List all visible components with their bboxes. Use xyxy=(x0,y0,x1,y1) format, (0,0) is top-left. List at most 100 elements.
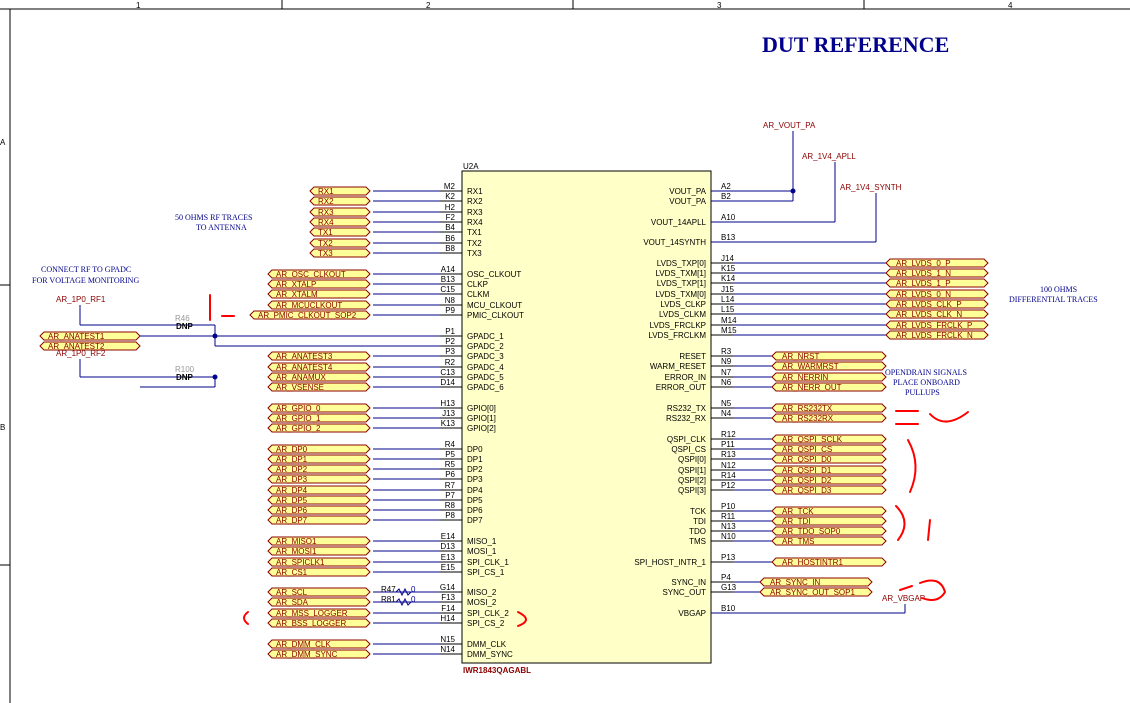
ic-ref: U2A xyxy=(463,162,479,171)
ic-right-pins: A2VOUT_PAB2VOUT_PAA10VOUT_14APLLB13VOUT_… xyxy=(634,182,989,618)
pin-ball: R3 xyxy=(721,347,732,356)
pin-name: GPADC_5 xyxy=(467,373,504,382)
net-label: AR_XTALM xyxy=(276,290,318,299)
net-label: AR_QSPI_D0 xyxy=(782,455,832,464)
net-1v4-apll: AR_1V4_APLL xyxy=(802,152,856,161)
pin-ball: P1 xyxy=(445,327,455,336)
net-flag xyxy=(267,464,371,474)
pin-ball: N8 xyxy=(445,296,456,305)
net-flag xyxy=(267,454,371,464)
border-col-1: 1 xyxy=(136,1,141,10)
net-flag xyxy=(771,434,887,444)
net-label: AR_MCUCLKOUT xyxy=(276,301,342,310)
pin-ball: B2 xyxy=(721,192,731,201)
pin-name: RESET xyxy=(679,352,706,361)
pin-ball: K14 xyxy=(721,274,736,283)
pin-name: MOSI_2 xyxy=(467,598,497,607)
net-flag xyxy=(885,278,989,288)
note-opendrain-line1: OPENDRAIN SIGNALS xyxy=(885,368,967,377)
ic-body[interactable] xyxy=(461,170,712,664)
pin-ball: R14 xyxy=(721,471,736,480)
net-flag xyxy=(267,289,371,299)
note-diff-line1: 100 OHMS xyxy=(1040,285,1077,294)
pin-name: VOUT_PA xyxy=(669,197,706,206)
net-label: AR_SPICLK1 xyxy=(276,558,325,567)
r47-value: 0 xyxy=(411,585,416,594)
pin-name: TX2 xyxy=(467,239,482,248)
pin-name: LVDS_TXM[0] xyxy=(655,290,706,299)
pin-ball: P11 xyxy=(721,440,735,449)
pin-name: DP3 xyxy=(467,475,483,484)
net-label: AR_QSPI_CS xyxy=(782,445,832,454)
pin-ball: P4 xyxy=(721,573,731,582)
pin-name: SPI_CS_2 xyxy=(467,619,505,628)
pin-ball: R5 xyxy=(445,460,456,469)
net-label: AR_PMIC_CLKOUT_SOP2 xyxy=(258,311,357,320)
